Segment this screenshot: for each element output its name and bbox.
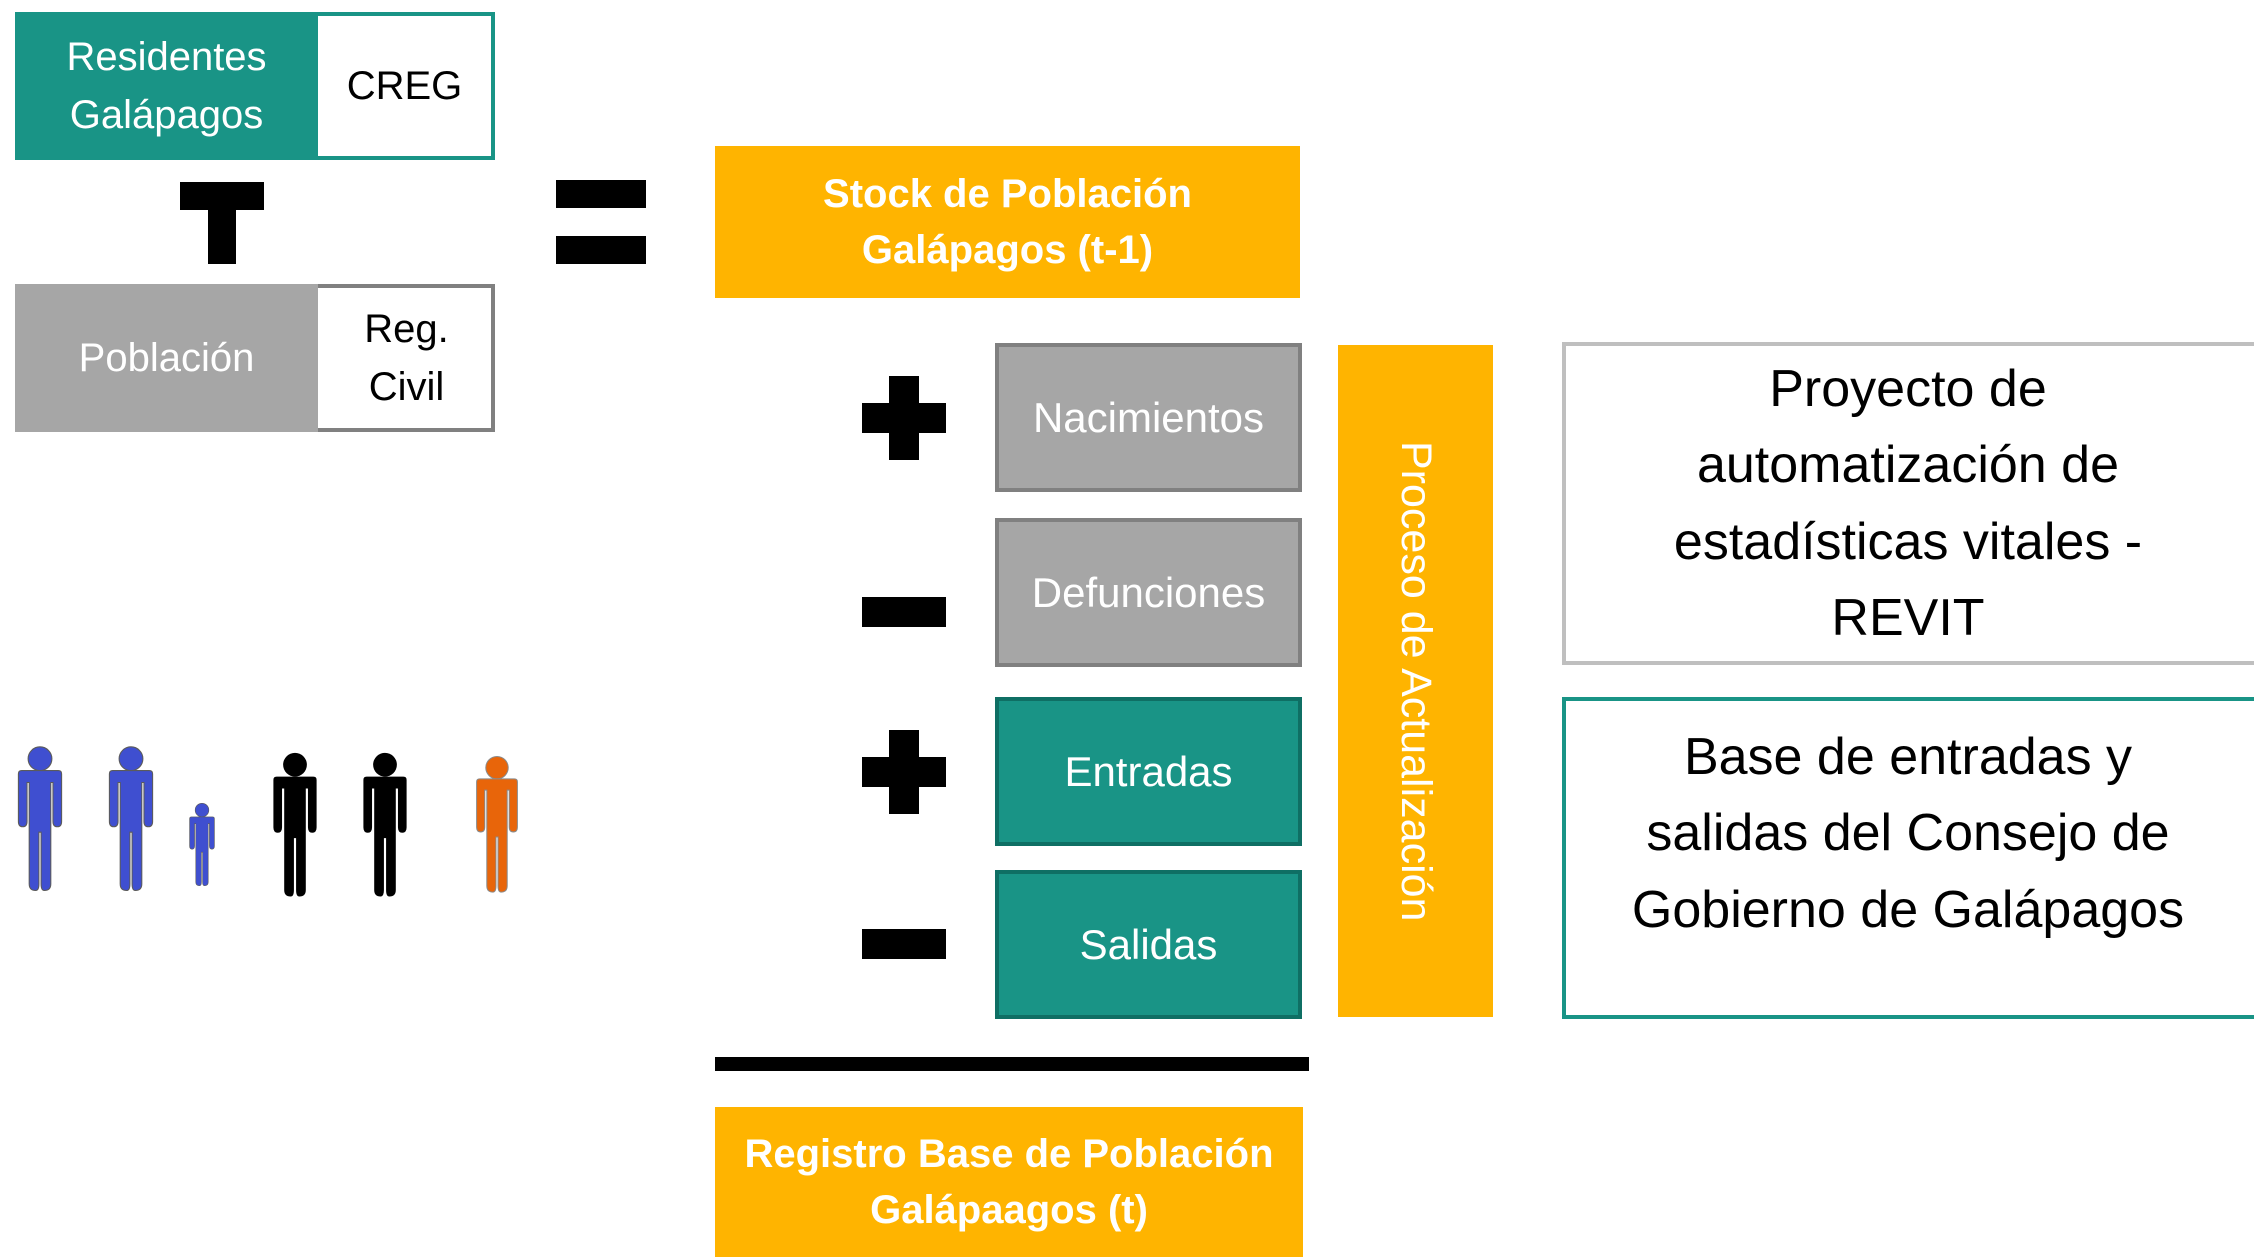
registro-base-box: Registro Base de Población Galápaagos (t… (715, 1107, 1303, 1257)
proceso-actualizacion-bar: Proceso de Actualización (1338, 345, 1493, 1017)
reg-civil-box: Reg. Civil (364, 307, 449, 409)
sum-line (715, 1057, 1309, 1071)
person-icon-black (363, 752, 407, 897)
poblacion-box: Población (15, 284, 318, 432)
proceso-actualizacion-label: Proceso de Actualización (1392, 440, 1440, 922)
person-icon-blue (108, 746, 154, 892)
stock-poblacion-box: Stock de Población Galápagos (t-1) (715, 146, 1300, 298)
entradas-box: Entradas (995, 697, 1302, 846)
person-icon-black (273, 752, 317, 897)
person-icon-blue (17, 746, 63, 892)
residentes-galapagos-box: Residentes Galápagos (15, 12, 318, 160)
child-icon-blue (189, 802, 215, 887)
nacimientos-box: Nacimientos (995, 343, 1302, 492)
person-icon-orange (476, 755, 518, 893)
consejo-gobierno-box: Base de entradas y salidas del Consejo d… (1562, 697, 2254, 1019)
salidas-box: Salidas (995, 870, 1302, 1019)
revit-box: Proyecto de automatización de estadístic… (1562, 342, 2254, 665)
people-illustration (17, 746, 518, 897)
creg-box: CREG (346, 63, 463, 108)
defunciones-box: Defunciones (995, 518, 1302, 667)
